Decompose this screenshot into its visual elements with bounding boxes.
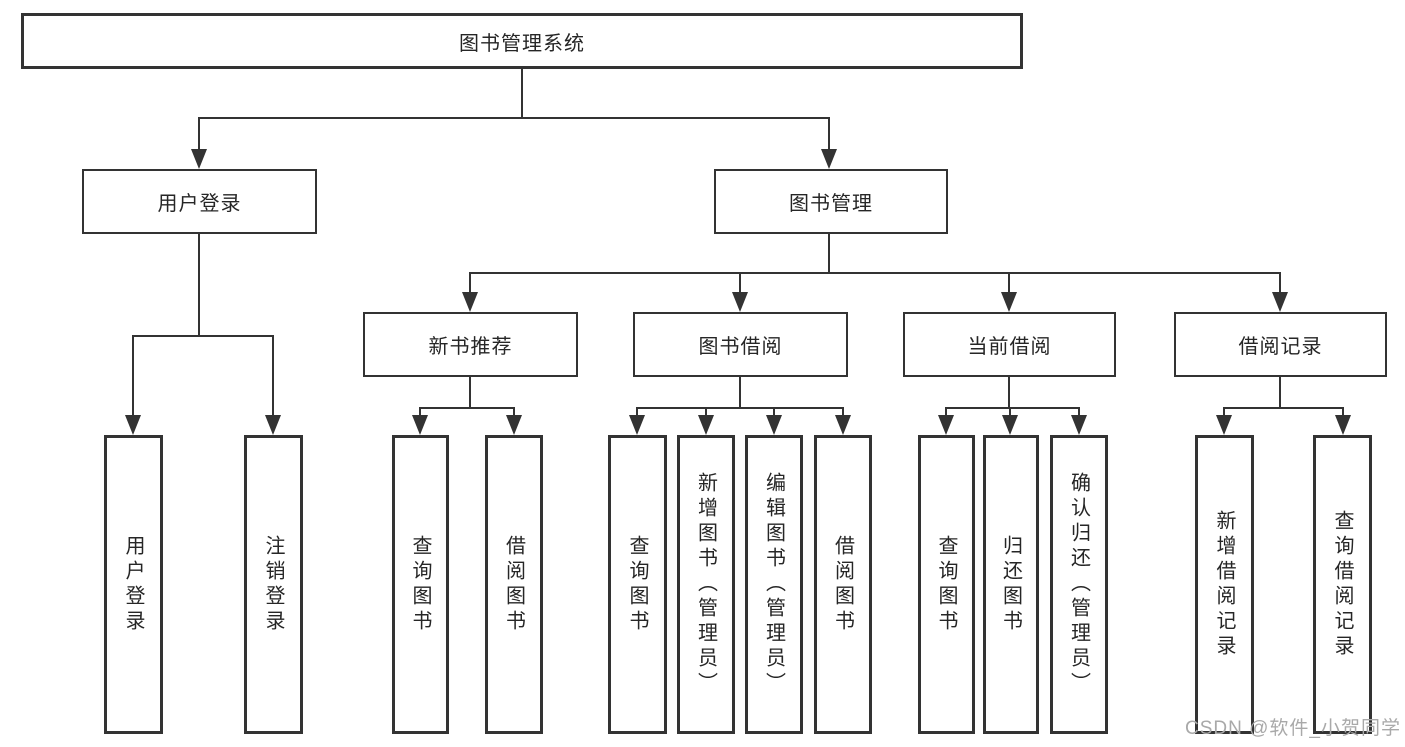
connector-line xyxy=(739,272,741,294)
arrowhead xyxy=(412,415,428,435)
leaf-label: 查询图书 xyxy=(935,534,957,635)
leaf-label: 用户登录 xyxy=(122,534,144,635)
connector-line xyxy=(636,407,638,417)
connector-line xyxy=(1078,407,1080,417)
connector-line xyxy=(1279,272,1281,294)
connector-line xyxy=(198,117,830,119)
connector-line xyxy=(1009,407,1011,417)
node-book-management: 图书管理 xyxy=(714,169,948,234)
arrowhead xyxy=(1071,415,1087,435)
connector-line xyxy=(1223,407,1344,409)
leaf-label: 确认归还（管理员） xyxy=(1067,472,1090,697)
connector-line xyxy=(1008,272,1010,294)
arrowhead xyxy=(938,415,954,435)
connector-line xyxy=(636,407,844,409)
node-label: 借阅记录 xyxy=(1238,336,1323,358)
connector-line xyxy=(419,407,421,417)
leaf-borrow-query: 查询图书 xyxy=(608,435,667,734)
connector-line xyxy=(828,117,830,151)
node-label: 用户登录 xyxy=(157,193,242,215)
arrowhead xyxy=(1216,415,1232,435)
node-book-borrow: 图书借阅 xyxy=(633,312,848,377)
leaf-label: 借阅图书 xyxy=(831,534,854,635)
arrowhead xyxy=(732,292,748,312)
leaf-label: 归还图书 xyxy=(999,534,1022,635)
connector-line xyxy=(1008,377,1010,409)
node-label: 图书借阅 xyxy=(698,336,783,358)
node-user-login: 用户登录 xyxy=(82,169,317,234)
connector-line xyxy=(469,377,471,409)
leaf-record-query: 查询借阅记录 xyxy=(1313,435,1372,734)
arrowhead xyxy=(835,415,851,435)
connector-line xyxy=(198,117,200,151)
node-label: 当前借阅 xyxy=(967,336,1052,358)
leaf-current-query: 查询图书 xyxy=(918,435,975,734)
connector-line xyxy=(705,407,707,417)
connector-line xyxy=(513,407,515,417)
arrowhead xyxy=(766,415,782,435)
connector-line xyxy=(469,272,1281,274)
leaf-label: 查询图书 xyxy=(409,534,431,635)
node-current-borrow: 当前借阅 xyxy=(903,312,1116,377)
arrowhead xyxy=(1272,292,1288,312)
leaf-newbook-borrow: 借阅图书 xyxy=(485,435,543,734)
leaf-label: 新增图书（管理员） xyxy=(694,472,717,697)
leaf-borrow-edit-admin: 编辑图书（管理员） xyxy=(745,435,803,734)
connector-line xyxy=(773,407,775,417)
leaf-label: 注销登录 xyxy=(262,534,284,635)
node-new-book-recommend: 新书推荐 xyxy=(363,312,578,377)
leaf-label: 编辑图书（管理员） xyxy=(762,472,785,697)
leaf-label: 查询借阅记录 xyxy=(1331,509,1353,660)
arrowhead xyxy=(462,292,478,312)
arrowhead xyxy=(506,415,522,435)
arrowhead xyxy=(1335,415,1351,435)
connector-line xyxy=(198,233,200,337)
leaf-current-confirm-admin: 确认归还（管理员） xyxy=(1050,435,1108,734)
leaf-borrow-add-admin: 新增图书（管理员） xyxy=(677,435,735,734)
connector-line xyxy=(272,335,274,417)
connector-line xyxy=(739,377,741,409)
arrowhead xyxy=(265,415,281,435)
leaf-logout: 注销登录 xyxy=(244,435,303,734)
node-label: 新书推荐 xyxy=(428,336,513,358)
leaf-borrow-borrow: 借阅图书 xyxy=(814,435,872,734)
connector-line xyxy=(132,335,274,337)
leaf-record-add: 新增借阅记录 xyxy=(1195,435,1254,734)
connector-line xyxy=(419,407,515,409)
connector-line xyxy=(521,68,523,118)
arrowhead xyxy=(821,149,837,169)
arrowhead xyxy=(1002,415,1018,435)
arrowhead xyxy=(1001,292,1017,312)
node-root-library-system: 图书管理系统 xyxy=(21,13,1023,69)
leaf-label: 查询图书 xyxy=(626,534,648,635)
node-label: 图书管理系统 xyxy=(459,32,585,55)
connector-line xyxy=(828,233,830,274)
leaf-label: 新增借阅记录 xyxy=(1213,509,1235,660)
node-label: 图书管理 xyxy=(789,193,873,215)
arrowhead xyxy=(698,415,714,435)
leaf-current-return: 归还图书 xyxy=(983,435,1039,734)
connector-line xyxy=(842,407,844,417)
leaf-label: 借阅图书 xyxy=(502,534,525,635)
connector-line xyxy=(469,272,471,294)
arrowhead xyxy=(629,415,645,435)
connector-line xyxy=(1279,377,1281,409)
connector-line xyxy=(1342,407,1344,417)
node-borrow-records: 借阅记录 xyxy=(1174,312,1387,377)
csdn-watermark: CSDN @软件_小贺同学 xyxy=(1185,718,1401,739)
connector-line xyxy=(132,335,134,417)
connector-line xyxy=(945,407,947,417)
connector-line xyxy=(1223,407,1225,417)
leaf-newbook-query: 查询图书 xyxy=(392,435,449,734)
leaf-user-login: 用户登录 xyxy=(104,435,163,734)
arrowhead xyxy=(125,415,141,435)
arrowhead xyxy=(191,149,207,169)
connector-line xyxy=(945,407,1080,409)
